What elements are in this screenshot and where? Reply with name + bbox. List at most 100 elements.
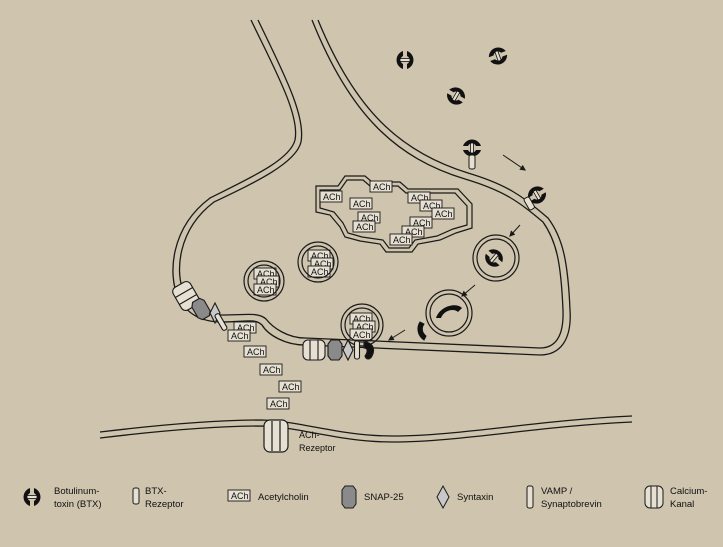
acetylcholine-box: ACh [352,220,376,233]
acetylcholine-box: ACh [253,283,277,296]
synaptic-vesicle-left [243,260,285,302]
legend-item: VAMP / Synaptobrevin [526,485,602,510]
acetylcholine-box: ACh [419,199,443,212]
legend-label-line1: Calcium- [670,486,707,497]
synaptic-vesicle-docking [340,303,384,347]
postsynaptic-membrane-lower [99,421,633,443]
legend-label-line2: Kanal [670,499,694,510]
ach-receptor [263,419,289,453]
legend-label-line2: Synaptobrevin [541,499,602,510]
ach-receptor-label-line2: Rezeptor [299,443,336,453]
acetylcholine-box: ACh [266,397,290,410]
toxin-linker [489,252,499,264]
legend-toxin-shape [23,488,41,506]
acetylcholine-box: ACh [307,265,331,278]
presynaptic-terminal [172,19,571,356]
legend-label-line1: VAMP / [541,486,573,497]
toxin-light-chain [530,192,546,204]
toxin-vesicle-lower [425,289,473,337]
toxin-linker [399,58,411,62]
acetylcholine-label: ACh [257,269,275,279]
acetylcholine-label: ACh [323,192,341,202]
acetylcholine-box-frame [243,345,267,358]
acetylcholine-label: ACh [314,259,332,269]
snap25-left-shape [191,297,211,321]
legend-item: Syntaxin [436,484,493,510]
legend-label-line2: Rezeptor [145,499,184,510]
acetylcholine-label: ACh [423,201,441,211]
acetylcholine-box: ACh [431,207,455,220]
legend-snap25-shape [341,485,357,509]
toxin-vesicle-upper-inner [476,238,516,278]
ach-receptor-label-line1: ACh- [299,430,320,440]
botulinum-toxin-free-1 [396,51,414,69]
botulinum-toxin-free-2 [488,47,508,65]
acetylcholine-box-frame [431,207,455,220]
legend-item: Calcium- Kanal [644,485,707,510]
botulinum-toxins [396,47,546,318]
legend-label-line1: BTX- [145,486,167,497]
acetylcholine-label: ACh [282,382,300,392]
acetylcholine-icon: ACh [227,489,251,502]
acetylcholine-label: ACh [247,347,265,357]
acetylcholine-label: ACh [353,330,371,340]
calcium-channel-left-line-1 [175,287,193,299]
botulinum-toxin-in-vesicle [485,249,503,267]
legend-vamp-shape [526,485,534,509]
acetylcholine-box: ACh [243,345,267,358]
calcium-channel-icon [644,485,664,509]
acetylcholine-label: ACh [263,365,281,375]
snap25-right-shape [327,339,343,361]
snap25-icon [341,485,357,509]
acetylcholine-label: ACh [311,267,329,277]
acetylcholine-label: ACh [311,251,329,261]
acetylcholine-label: ACh [231,331,249,341]
legend-btx-receptor-shape [132,487,140,505]
acetylcholine-box: ACh [389,233,413,246]
release-site-left [172,281,228,331]
acetylcholine-label: ACh [260,277,278,287]
ach-receptor-body [263,419,289,453]
vesicle-cluster [315,175,473,253]
vesicle-middle-outer [297,241,339,283]
acetylcholine-box-frame [349,197,373,210]
calcium-channel-right-body [302,339,326,361]
pathway-arrows [387,154,526,341]
acetylcholine-label: ACh [237,323,255,333]
legend-item: SNAP-25 [341,485,404,509]
toxin-heavy-chain [488,249,503,263]
vesicle-middle-inner [301,245,335,279]
arrow-to-translocation [461,284,476,297]
btx-receptor-internalizing [523,196,535,211]
toxin-light-chain [447,93,463,105]
calcium-channel-left-line-2 [179,293,197,305]
vesicle-left-inner [247,264,281,298]
acetylcholine-box: ACh [349,328,373,341]
vamp-icon [526,485,534,509]
botulinum-toxin-icon [23,488,41,506]
acetylcholine-label: ACh [393,235,411,245]
legend-label-line1: SNAP-25 [364,492,404,503]
acetylcholine-label: ACh [405,227,423,237]
botulinum-toxin-bound-receptor [463,139,481,157]
legend-label-line1: Acetylcholin [258,492,309,503]
toxin-heavy-chain [528,186,544,198]
toxin-light-chain [485,253,500,267]
acetylcholine-label: ACh [373,182,391,192]
toxin-heavy-chain [449,87,465,99]
toxin-vesicle-upper [472,234,520,282]
acetylcholine-label: ACh [413,218,431,228]
acetylcholine-box-frame [407,191,431,204]
acetylcholine-box-frame [227,329,251,342]
arrow-to-receptor [502,154,526,171]
vesicle-left-outer [243,260,285,302]
acetylcholine-box-frame [259,363,283,376]
vesicle-cluster-inner [319,179,468,249]
acetylcholine-box-frame [278,380,302,393]
acetylcholine-label: ACh [270,399,288,409]
acetylcholine-label: ACh [361,213,379,223]
acetylcholine-box-frame [319,190,343,203]
